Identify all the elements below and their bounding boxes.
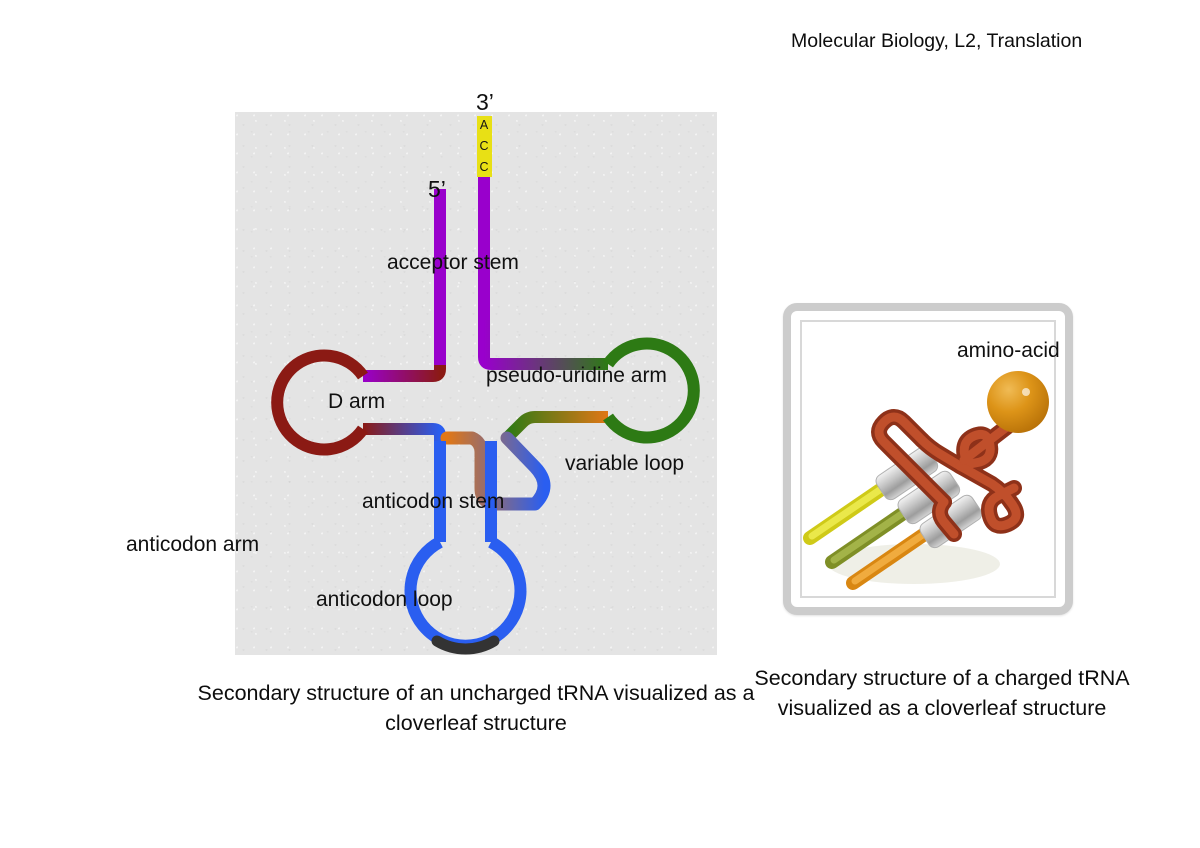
anticodon-pin-olive-highlight (830, 507, 910, 564)
pseudo-uridine-arm-group (478, 320, 700, 444)
caption-uncharged-trna: Secondary structure of an uncharged tRNA… (197, 681, 755, 735)
caption-charged-trna: Secondary structure of a charged tRNA vi… (754, 666, 1130, 720)
label-pseudo-uridine-arm: pseudo-uridine arm (486, 364, 667, 387)
pseudo-uridine-loop-circle (603, 337, 700, 444)
label-anticodon-stem: anticodon stem (362, 490, 505, 513)
pseudo-uridine-upper-connector (478, 320, 608, 370)
label-variable-loop: variable loop (565, 452, 685, 475)
nucleotide-letter-a: A (479, 118, 489, 132)
charged-trna-figure: amino-acid (783, 303, 1073, 615)
label-anticodon-arm: anticodon arm (126, 533, 260, 556)
uncharged-trna-figure: A C C 3’ 5’ acceptor stem D arm pseudo-u… (126, 89, 717, 655)
nucleotide-letter-c2: C (479, 160, 489, 174)
cloverleaf-diagram-panel (235, 112, 717, 655)
slide-header-title: Molecular Biology, L2, Translation (791, 30, 1083, 52)
label-amino-acid: amino-acid (957, 339, 1060, 362)
label-acceptor-stem: acceptor stem (387, 251, 519, 274)
anticodon-pin-yellow-highlight (808, 483, 888, 540)
amino-acid-sphere-highlight (1022, 388, 1030, 396)
anticodon-triplet-arc (431, 635, 500, 655)
d-arm-lower-connector (363, 423, 446, 441)
anticodon-arm-group (404, 441, 527, 655)
d-arm-upper-connector (363, 365, 446, 382)
d-arm-group (271, 349, 446, 456)
label-3-prime-end: 3’ (476, 89, 494, 115)
charged-trna-illustration (803, 371, 1049, 590)
label-anticodon-loop: anticodon loop (316, 588, 453, 611)
pseudo-uridine-lower-connector (502, 411, 608, 443)
anticodon-pin-orange-highlight (851, 528, 931, 585)
acceptor-stem-strands (434, 170, 490, 365)
amino-acid-sphere (987, 371, 1049, 433)
charged-trna-backbone (871, 409, 1025, 542)
anticodon-pins-group (803, 479, 936, 590)
label-5-prime-end: 5’ (428, 176, 446, 202)
d-arm-loop-circle (271, 349, 368, 456)
label-d-arm: D arm (328, 390, 386, 413)
cca-tail-highlight (477, 116, 492, 177)
nucleotide-letter-c1: C (479, 139, 489, 153)
cloverleaf-structure-svg (271, 116, 700, 655)
